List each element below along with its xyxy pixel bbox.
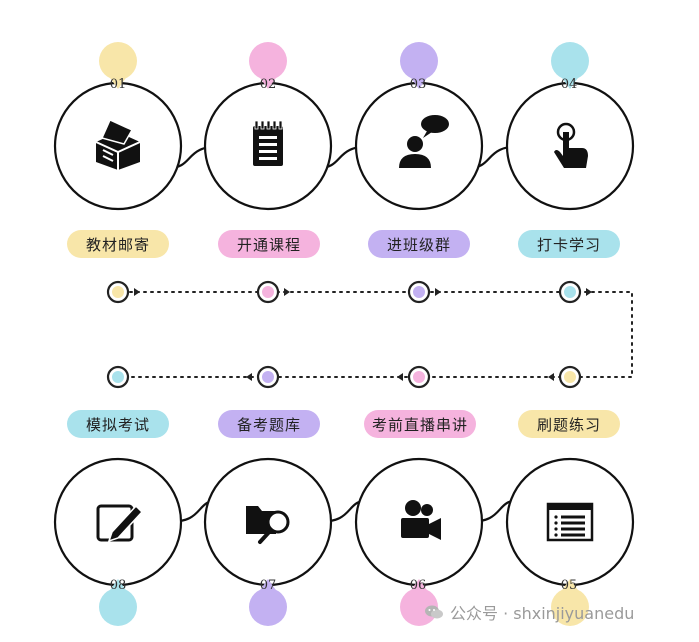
box-flap: [100, 119, 134, 145]
timeline-node-fill-top-2: [262, 286, 274, 298]
person-body: [399, 154, 431, 168]
notepad-ring: [278, 120, 283, 130]
timeline-node-fill-bottom-1: [112, 371, 124, 383]
list-bullet: [554, 515, 558, 519]
timeline-node-fill-bottom-4: [564, 371, 576, 383]
camera-body: [401, 518, 429, 538]
chat-tail: [423, 131, 432, 138]
reel-2: [421, 504, 433, 516]
person-head: [407, 136, 423, 152]
timeline-node-fill-top-4: [564, 286, 576, 298]
notepad-ring: [266, 120, 271, 130]
step-badge-tip-08: [108, 579, 128, 593]
chat-bubble: [421, 115, 449, 133]
step-badge-02: [249, 42, 287, 80]
step-label-04: 打卡学习: [518, 230, 620, 258]
folder-search-icon: [246, 506, 290, 544]
step-label-01: 教材邮寄: [67, 230, 169, 258]
connectors: [165, 140, 525, 528]
timeline-arrow-bottom-3: [397, 373, 403, 381]
step-number-07: 07: [259, 578, 277, 593]
reel-1: [405, 500, 421, 516]
step-badge-03: [400, 42, 438, 80]
step-label-07: 备考题库: [218, 410, 320, 438]
step-icons: [95, 115, 594, 544]
magnifier-lens: [266, 510, 290, 534]
step-badge-tip-04: [560, 75, 580, 89]
step-badge-08: [99, 588, 137, 626]
step-badge-04: [551, 42, 589, 80]
edit-pen-icon: [96, 504, 144, 543]
list-bullet: [554, 527, 558, 531]
notepad-line: [259, 150, 277, 153]
step-badge-06: [400, 588, 438, 626]
notepad-line: [259, 157, 277, 160]
step-number-05: 05: [560, 578, 578, 593]
step-badge-tip-07: [258, 579, 278, 593]
window-titlebar: [548, 504, 592, 510]
step-label-08: 模拟考试: [67, 410, 169, 438]
magnifier-handle: [258, 528, 273, 544]
list-bullet: [554, 533, 558, 537]
step-badge-05: [551, 588, 589, 626]
tap-hand-icon: [554, 122, 588, 168]
wechat-icon: [425, 605, 443, 619]
step-badge-tip-02: [258, 75, 278, 89]
list-line: [561, 527, 585, 531]
dotted-path: [129, 291, 633, 378]
notepad-icon: [253, 120, 283, 166]
notepad-line: [259, 143, 277, 146]
timeline-arrow-top-1: [134, 288, 140, 296]
notepad-ring: [254, 120, 259, 130]
video-camera-icon: [401, 500, 441, 540]
notepad-ring: [272, 120, 277, 130]
step-number-04: 04: [560, 77, 578, 92]
step-badge-07: [249, 588, 287, 626]
timeline-arrow-top-4: [586, 288, 592, 296]
step-circle-04: [505, 81, 635, 211]
notepad-line: [259, 136, 277, 139]
hand-shape: [554, 132, 588, 168]
step-number-03: 03: [409, 77, 427, 92]
step-badge-tip-03: [409, 75, 429, 89]
step-label-02: 开通课程: [218, 230, 320, 258]
step-circle-08: [53, 457, 183, 587]
list-line: [561, 533, 585, 537]
list-bullet: [554, 521, 558, 525]
camera-lens: [429, 518, 441, 540]
list-line: [561, 521, 585, 525]
edit-pencil: [107, 504, 144, 543]
list-window-icon: [546, 502, 594, 542]
timeline-arrow-top-3: [435, 288, 441, 296]
step-badge-tip-01: [108, 75, 128, 89]
box-label-lines: [102, 149, 114, 162]
step-label-06: 考前直播串讲: [364, 410, 476, 438]
step-label-05: 刷题练习: [518, 410, 620, 438]
timeline-arrow-bottom-4: [548, 373, 554, 381]
list-line: [561, 515, 585, 519]
timeline-node-fill-bottom-3: [413, 371, 425, 383]
step-number-06: 06: [409, 578, 427, 593]
timeline-node-fill-bottom-2: [262, 371, 274, 383]
watermark: 公众号 · shxinjiyuanedu: [424, 600, 634, 624]
step-label-03: 进班级群: [368, 230, 470, 258]
step-badge-tip-06: [409, 579, 429, 593]
timeline-node-fill-top-3: [413, 286, 425, 298]
step-number-01: 01: [109, 77, 127, 92]
dotted-timeline: [106, 280, 633, 389]
timeline-arrow-bottom-2: [246, 373, 252, 381]
step-badge-tip-05: [560, 579, 580, 593]
step-number-02: 02: [259, 77, 277, 92]
step-badge-01: [99, 42, 137, 80]
chat-person-icon: [399, 115, 449, 168]
step-circles: [53, 42, 635, 626]
notepad-ring: [260, 120, 265, 130]
timeline-arrow-top-2: [284, 288, 290, 296]
step-number-08: 08: [109, 578, 127, 593]
timeline-node-fill-top-1: [112, 286, 124, 298]
watermark-text: 公众号 · shxinjiyuanedu: [450, 604, 635, 623]
package-icon: [95, 119, 141, 170]
